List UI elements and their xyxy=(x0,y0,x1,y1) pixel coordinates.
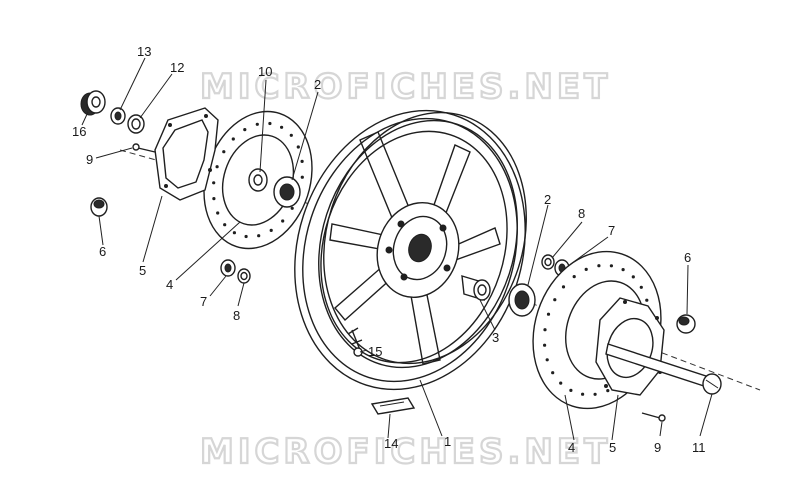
disc-vent-hole xyxy=(584,267,588,271)
disc-vent-hole xyxy=(572,275,576,279)
disc-vent-hole xyxy=(553,298,557,302)
callout-2-left: 2 xyxy=(314,77,321,92)
disc-vent-hole xyxy=(290,206,294,210)
disc-vent-hole xyxy=(639,285,643,289)
balance-weight-part xyxy=(370,397,416,415)
disc-vent-hole xyxy=(244,234,248,239)
spacer-3 xyxy=(461,275,491,301)
bushing-6-left xyxy=(90,197,108,217)
washer-12 xyxy=(127,114,145,134)
callout-labels: 13 12 16 9 6 5 4 7 8 10 2 1 14 15 3 2 8 … xyxy=(72,44,706,455)
valve-part xyxy=(347,327,363,357)
disc-carrier-left xyxy=(154,107,219,201)
disc-vent-hole xyxy=(543,328,547,332)
callout-16: 16 xyxy=(72,124,86,139)
disc-vent-hole xyxy=(243,128,247,132)
disc-vent-hole xyxy=(215,165,219,169)
disc-vent-hole xyxy=(255,122,259,126)
callout-1: 1 xyxy=(444,434,451,449)
callout-7-left: 7 xyxy=(200,294,207,309)
disc-vent-hole xyxy=(269,228,273,232)
disc-vent-hole xyxy=(212,197,216,201)
disc-vent-hole xyxy=(232,231,236,235)
washer-13 xyxy=(110,107,126,125)
callout-3: 3 xyxy=(492,330,499,345)
callout-15: 15 xyxy=(368,344,382,359)
bolt-9-right xyxy=(641,412,666,422)
callout-8-left: 8 xyxy=(233,308,240,323)
watermark-bottom: MICROFICHES.NET xyxy=(200,432,611,472)
bearing-left xyxy=(273,176,301,208)
bearing-right xyxy=(508,283,536,317)
callout-14: 14 xyxy=(384,436,398,451)
callout-6-right: 6 xyxy=(684,250,691,265)
callout-2-right: 2 xyxy=(544,192,551,207)
nut-16 xyxy=(80,90,106,116)
spacer-10 xyxy=(248,168,268,192)
disc-vent-hole xyxy=(216,211,220,215)
disc-vent-hole xyxy=(543,343,547,347)
callout-4-left: 4 xyxy=(166,277,173,292)
disc-vent-hole xyxy=(257,234,261,238)
callout-9-right: 9 xyxy=(654,440,661,455)
bolt-9-left xyxy=(132,143,156,153)
disc-vent-hole xyxy=(281,219,285,223)
watermark-top: MICROFICHES.NET xyxy=(200,67,611,107)
disc-vent-hole xyxy=(223,223,227,227)
disc-vent-hole xyxy=(621,268,625,272)
disc-vent-hole xyxy=(268,121,272,126)
disc-vent-hole xyxy=(545,358,549,362)
leader-lines xyxy=(81,57,713,441)
disc-vent-hole xyxy=(289,133,293,137)
disc-vent-hole xyxy=(300,159,304,163)
disc-vent-hole xyxy=(606,389,610,393)
axle-11 xyxy=(605,343,722,395)
callout-4-right: 4 xyxy=(568,440,575,455)
disc-vent-hole xyxy=(280,125,284,129)
disc-vent-hole xyxy=(561,285,566,289)
bushing-6-right xyxy=(676,314,696,334)
disc-vent-hole xyxy=(631,275,635,279)
callout-10: 10 xyxy=(258,64,272,79)
callout-5-right: 5 xyxy=(609,440,616,455)
callout-12: 12 xyxy=(170,60,184,75)
disc-vent-hole xyxy=(609,264,614,268)
callout-8-right: 8 xyxy=(578,206,585,221)
disc-vent-hole xyxy=(300,175,304,179)
washer-8-left xyxy=(237,268,251,284)
disc-vent-hole xyxy=(296,145,300,149)
callout-7-right: 7 xyxy=(608,223,615,238)
callout-9-left: 9 xyxy=(86,152,93,167)
disc-vent-hole xyxy=(551,371,555,375)
disc-vent-hole xyxy=(212,181,216,185)
disc-vent-hole xyxy=(546,312,551,316)
disc-vent-hole xyxy=(231,137,235,141)
callout-5-left: 5 xyxy=(139,263,146,278)
disc-vent-hole xyxy=(581,392,585,396)
wheel-spokes xyxy=(329,131,501,365)
washer-7-left xyxy=(220,259,236,277)
disc-vent-hole xyxy=(559,381,563,385)
wheel-hub xyxy=(376,202,460,298)
disc-vent-hole xyxy=(222,150,226,154)
callout-6-left: 6 xyxy=(99,244,106,259)
disc-vent-hole xyxy=(593,392,597,396)
disc-vent-hole xyxy=(569,388,573,392)
disc-vent-hole xyxy=(597,264,601,268)
washer-8-right xyxy=(541,254,555,270)
disc-vent-hole xyxy=(645,298,649,302)
callout-13: 13 xyxy=(137,44,151,59)
callout-11: 11 xyxy=(692,440,706,455)
